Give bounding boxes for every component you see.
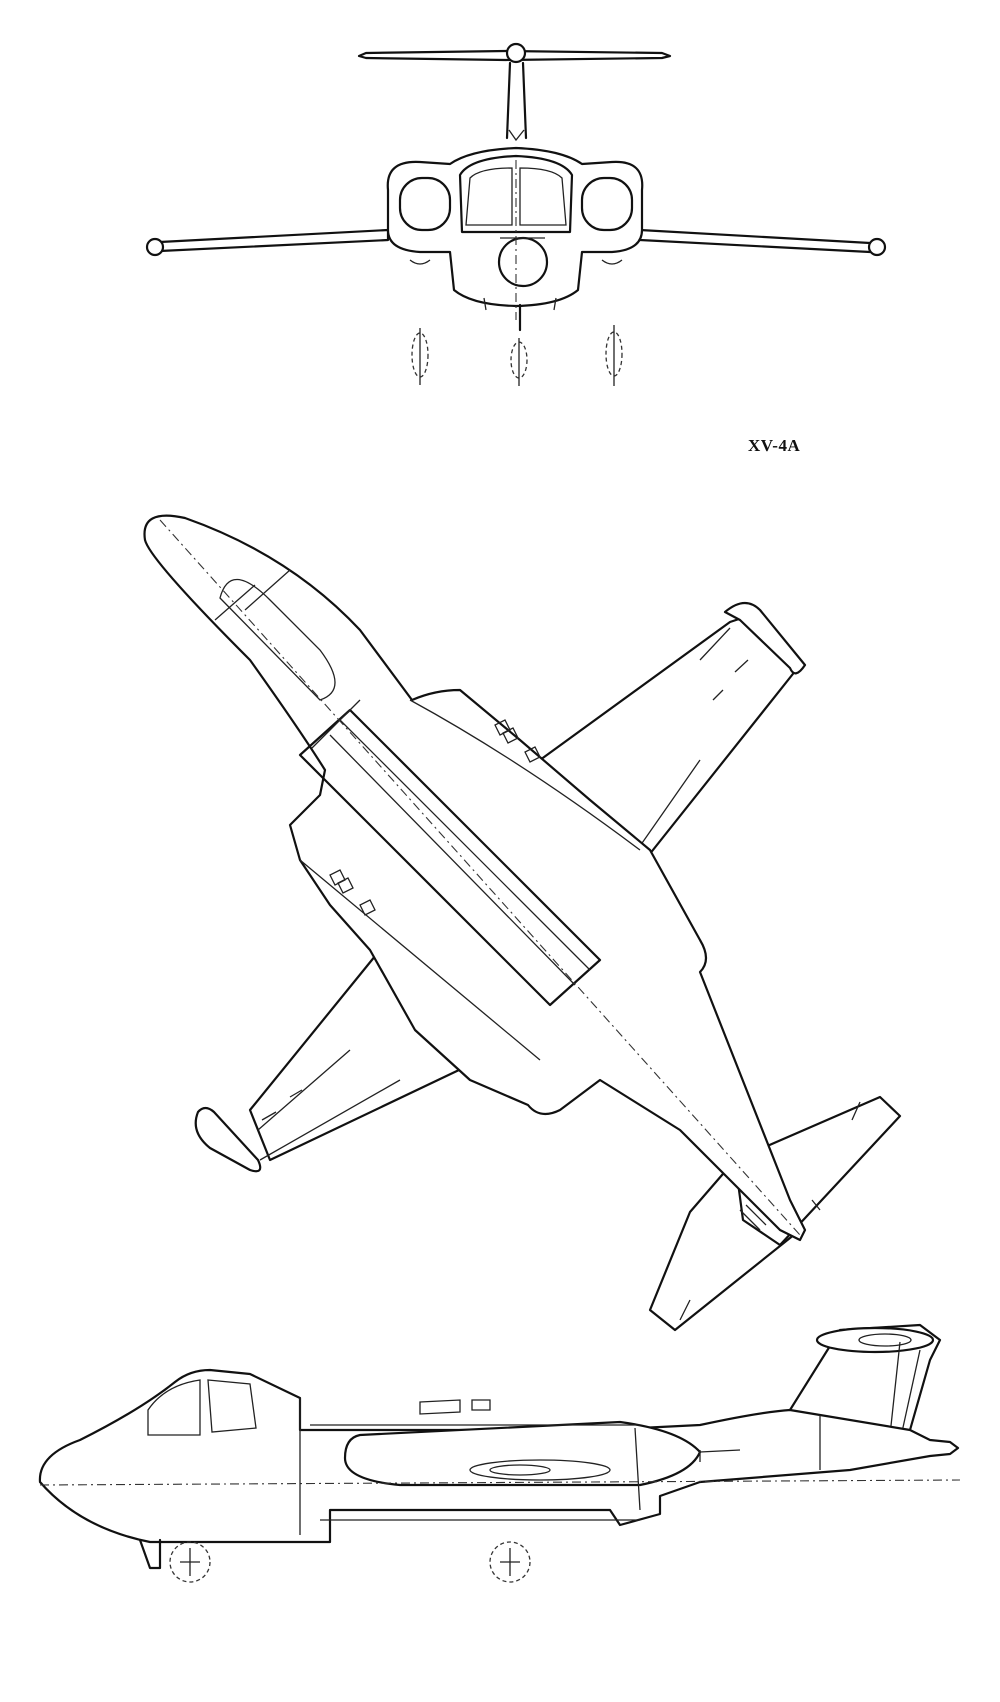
top-view-tailplane	[648, 1095, 902, 1332]
top-view	[143, 514, 902, 1332]
side-view	[38, 1323, 961, 1583]
front-view-fuselage	[386, 146, 644, 332]
side-view-fin	[788, 1323, 942, 1436]
front-view	[145, 42, 887, 386]
front-view-tailplane	[357, 42, 672, 64]
top-view-fuselage	[143, 514, 807, 1242]
front-view-ground-footprints	[411, 325, 623, 386]
side-view-ground-footprints	[169, 1541, 531, 1583]
aircraft-designation-label: XV-4A	[748, 436, 801, 455]
front-view-fin	[505, 61, 528, 142]
side-view-fuselage	[38, 1368, 961, 1570]
